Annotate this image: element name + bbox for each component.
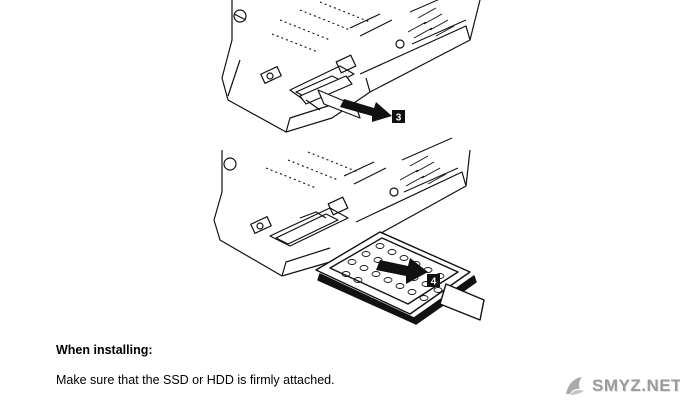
step-number-3: 3 [396, 113, 402, 124]
vent-grille [407, 0, 467, 45]
watermark-text: SMYZ.NET [592, 376, 680, 395]
step-badge-4 [427, 274, 440, 287]
figure-remove-cover [221, 0, 481, 133]
insert-direction-arrow [376, 258, 428, 284]
direction-arrow [340, 99, 392, 122]
instruction-text: Make sure that the SSD or HDD is firmly … [56, 373, 335, 387]
site-watermark: SMYZ.NET [562, 374, 680, 398]
step-badge-3 [392, 110, 405, 123]
drive-tray [315, 231, 485, 325]
figure-install-drive [213, 137, 471, 277]
bird-logo-icon [566, 377, 584, 395]
section-heading: When installing: [56, 343, 153, 357]
installation-illustration: 3 [213, 0, 485, 325]
step-number-4: 4 [431, 277, 437, 288]
